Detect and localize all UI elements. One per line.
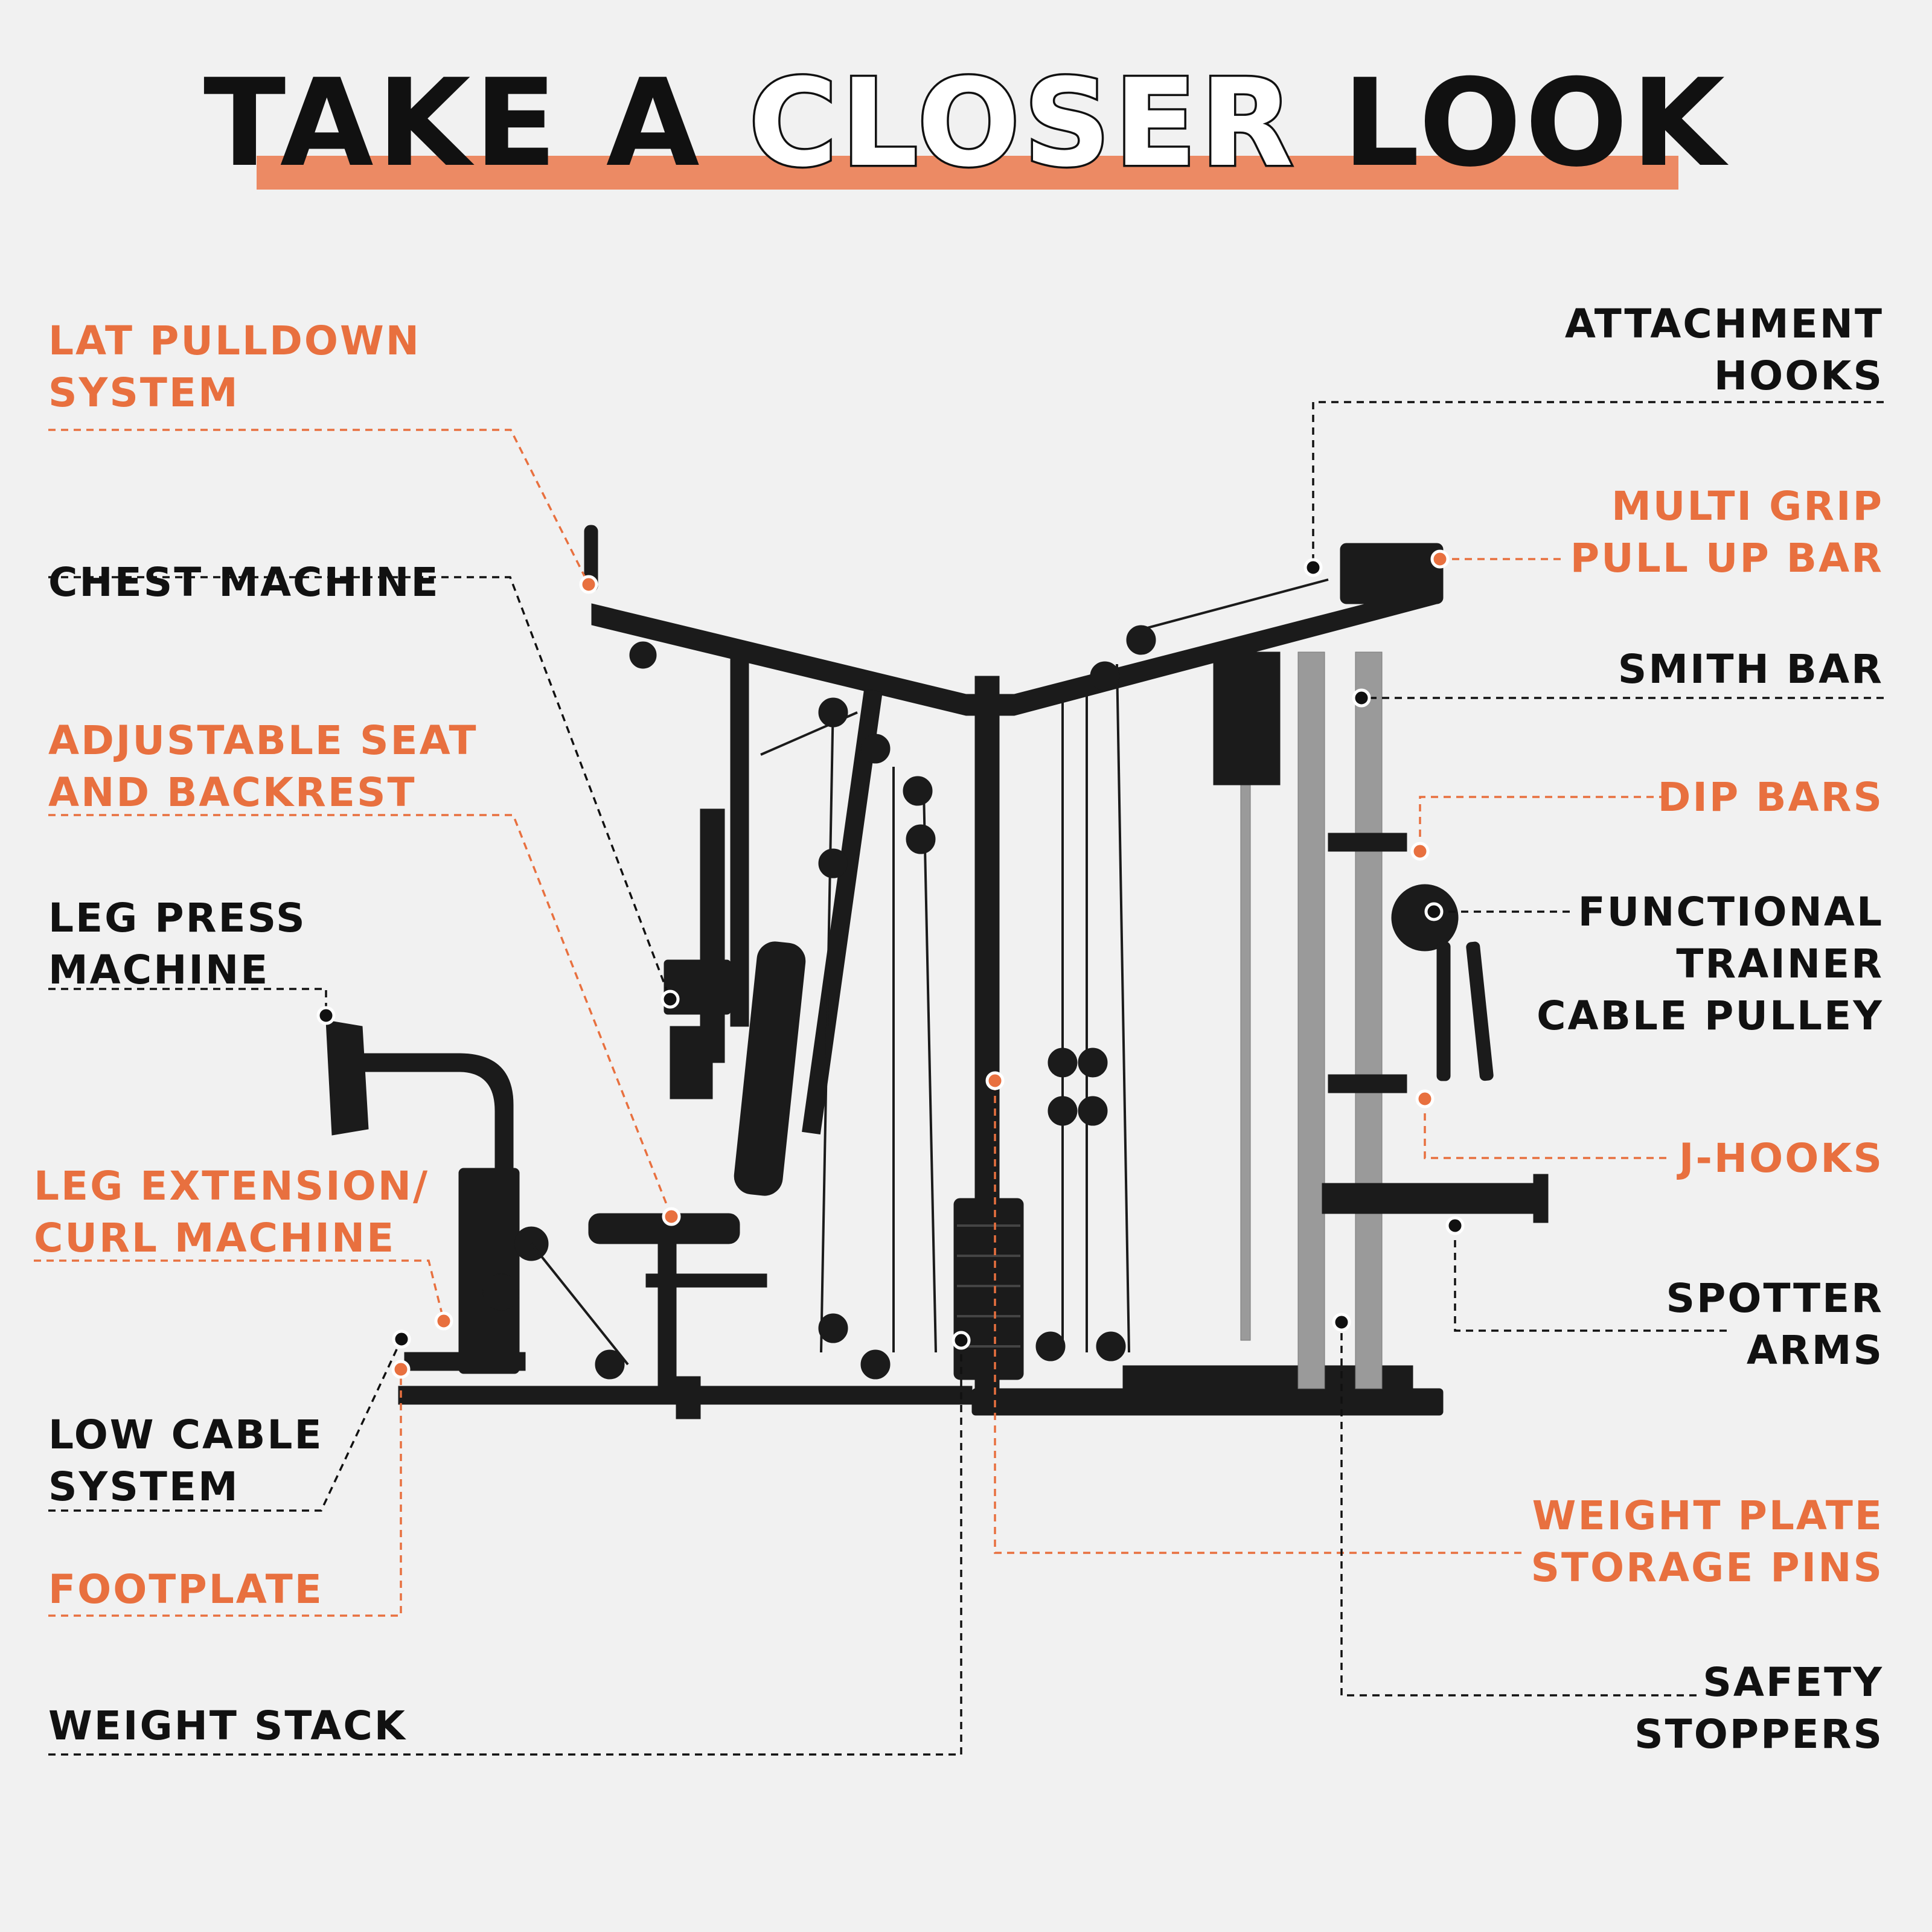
label-attachment-hooks: ATTACHMENT HOOKS (1564, 301, 1884, 399)
leader-leg-press (48, 988, 327, 1016)
label-footplate: FOOTPLATE (48, 1566, 324, 1613)
home-gym-machine-illustration (325, 525, 1549, 1419)
leader-chest-machine (48, 576, 671, 1000)
label-lat-pulldown: LAT PULLDOWN SYSTEM (48, 318, 421, 416)
label-weight-plate-pins: WEIGHT PLATE STORAGE PINS (1531, 1492, 1884, 1591)
leader-weight-plate-pins (994, 1081, 1521, 1554)
dot-leg-press (316, 1006, 336, 1025)
dot-smith-bar (1352, 688, 1371, 708)
label-spotter-arms: SPOTTER ARMS (1666, 1275, 1884, 1374)
dot-chest-machine (661, 990, 680, 1009)
label-leg-press: LEG PRESS MACHINE (48, 895, 307, 993)
dot-adjustable-seat (662, 1207, 681, 1226)
leader-weight-stack (48, 1340, 962, 1756)
label-dip-bars: DIP BARS (1657, 774, 1884, 820)
title-underline-bar (257, 156, 1678, 190)
leader-dip-bars (1419, 796, 1666, 851)
label-chest-machine: CHEST MACHINE (48, 559, 440, 606)
leader-low-cable (48, 1339, 403, 1512)
label-weight-stack: WEIGHT STACK (48, 1703, 407, 1749)
header: TAKE A CLOSER LOOK (0, 0, 1932, 205)
leader-lat-pulldown (48, 429, 590, 585)
dot-spotter-arms (1445, 1216, 1465, 1235)
dot-safety-stoppers (1332, 1313, 1351, 1332)
label-smith-bar: SMITH BAR (1617, 646, 1884, 693)
dot-low-cable (392, 1329, 411, 1349)
dot-multi-grip (1430, 549, 1450, 569)
leader-safety-stoppers (1340, 1322, 1697, 1697)
leader-adjustable-seat (48, 814, 673, 1217)
leader-spotter-arms (1454, 1226, 1727, 1332)
leader-leg-extension (34, 1259, 445, 1322)
leader-attachment-hooks (1312, 401, 1884, 568)
dot-functional-trainer (1424, 902, 1444, 921)
title-part-1: TAKE A (203, 53, 703, 194)
label-multi-grip: MULTI GRIP PULL UP BAR (1570, 483, 1884, 581)
dot-leg-extension (434, 1311, 453, 1331)
dot-j-hooks (1415, 1089, 1435, 1108)
label-functional-trainer: FUNCTIONAL TRAINER CABLE PULLEY (1537, 889, 1884, 1039)
label-low-cable: LOW CABLE SYSTEM (48, 1412, 324, 1510)
page-title: TAKE A CLOSER LOOK (0, 55, 1932, 192)
dot-lat-pulldown (579, 575, 598, 594)
dot-attachment-hooks (1303, 558, 1323, 577)
label-leg-extension: LEG EXTENSION/ CURL MACHINE (34, 1163, 430, 1261)
label-j-hooks: J-HOOKS (1678, 1135, 1884, 1182)
dot-dip-bars (1410, 842, 1430, 861)
dot-weight-plate-pins (985, 1071, 1005, 1090)
label-safety-stoppers: SAFETY STOPPERS (1634, 1659, 1884, 1758)
dot-weight-stack (952, 1331, 971, 1350)
title-part-2: CLOSER (747, 53, 1297, 194)
leader-j-hooks (1424, 1099, 1666, 1159)
label-adjustable-seat: ADJUSTABLE SEAT AND BACKREST (48, 717, 478, 816)
title-part-3: LOOK (1342, 53, 1729, 194)
dot-footplate (391, 1360, 411, 1379)
leader-footplate (48, 1369, 402, 1617)
